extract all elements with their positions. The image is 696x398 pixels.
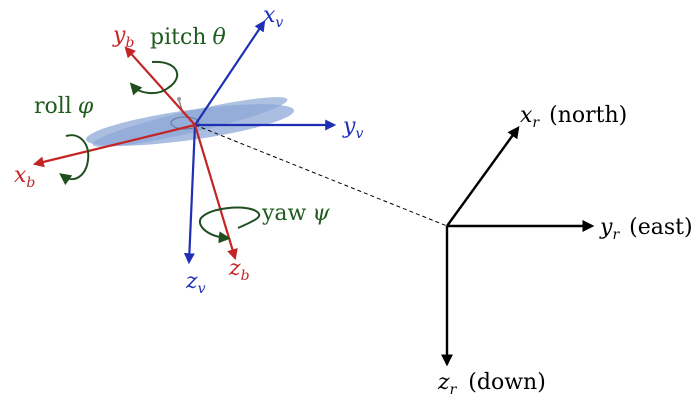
- body-z-axis: [193, 124, 238, 261]
- origin-link-dashed: [194, 124, 448, 227]
- body-y-label: yb: [112, 23, 134, 51]
- body-x-label: xb: [14, 163, 35, 191]
- drone-body: [86, 97, 294, 147]
- rotor-disc: [92, 97, 288, 147]
- body-x-axis: [32, 123, 196, 168]
- vehicle-z-label: zv: [185, 269, 206, 297]
- drone-hub: [170, 116, 200, 130]
- reference-y-label: yr(east): [599, 215, 693, 243]
- drone-antenna-tip: [177, 97, 181, 101]
- body-z-label: zb: [228, 256, 250, 284]
- reference-x-label: xr(north): [520, 103, 627, 131]
- body-y-axis: [124, 46, 196, 126]
- yaw-rotation-arrow: [198, 206, 261, 244]
- vehicle-x-axis: [194, 20, 266, 126]
- pitch-rotation-arrow: [129, 60, 179, 96]
- vehicle-y-label: yv: [342, 114, 363, 142]
- reference-x-axis: [446, 126, 520, 227]
- reference-z-label: zr(down): [437, 370, 546, 398]
- vehicle-z-axis: [183, 124, 197, 265]
- roll-rotation-arrow: [59, 134, 90, 186]
- vehicle-x-label: xv: [263, 3, 283, 31]
